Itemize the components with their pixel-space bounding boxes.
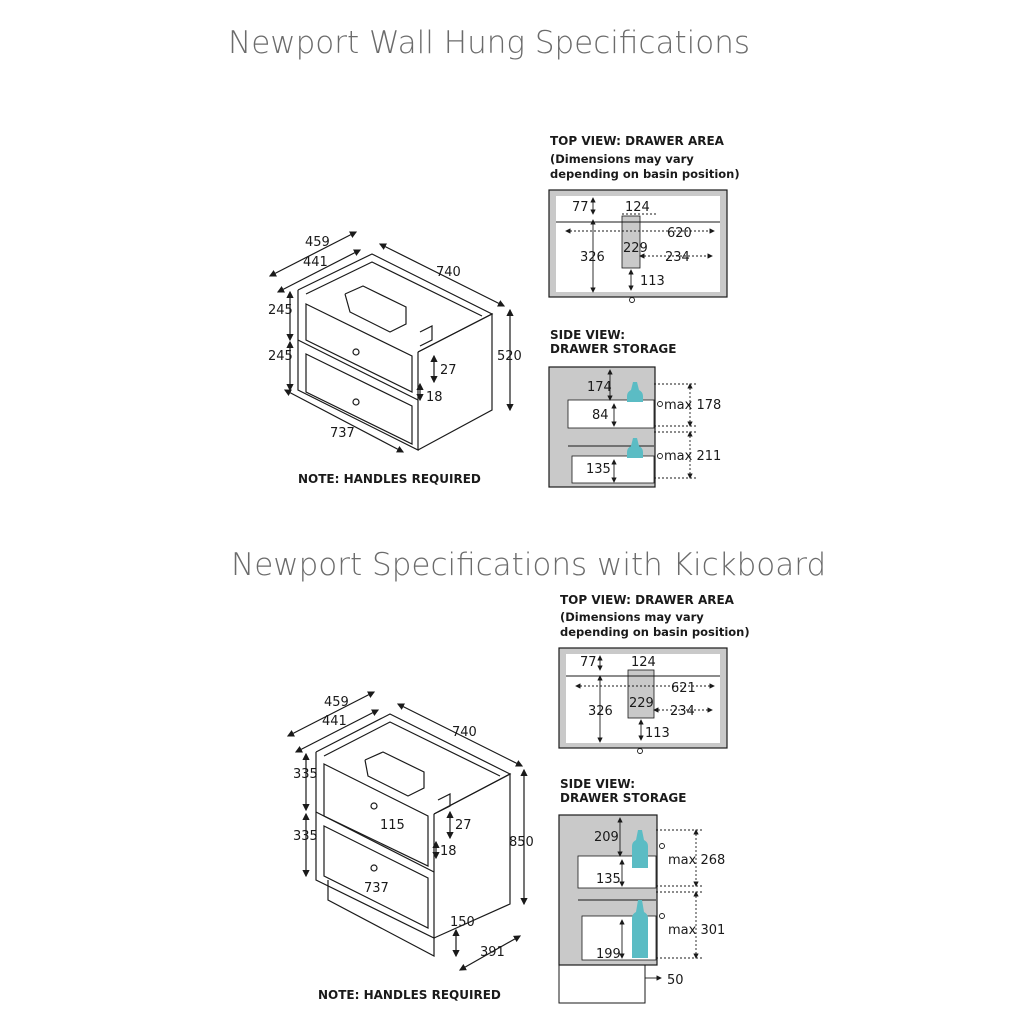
wall-hung-title: Newport Wall Hung Specifications bbox=[228, 25, 751, 61]
side-view-heading-1: SIDE VIEW: bbox=[550, 328, 626, 342]
kb-top-113: 113 bbox=[645, 726, 670, 741]
kb-top-77: 77 bbox=[580, 655, 597, 670]
kb-top-view bbox=[558, 647, 728, 754]
kb-top-229: 229 bbox=[629, 696, 654, 711]
kb-side-max301: max 301 bbox=[668, 923, 725, 938]
top-view-sub-1: (Dimensions may vary bbox=[550, 152, 694, 166]
kb-dim-850: 850 bbox=[509, 835, 534, 850]
wh-side-max211: max 211 bbox=[664, 449, 721, 464]
kb-side-199: 199 bbox=[596, 947, 621, 962]
wall-hung-cabinet bbox=[268, 231, 514, 453]
kb-dim-740: 740 bbox=[452, 725, 477, 740]
wh-dim-737: 737 bbox=[330, 426, 355, 441]
kb-top-124: 124 bbox=[631, 655, 656, 670]
kb-side-50: 50 bbox=[667, 973, 684, 988]
kb-dim-391: 391 bbox=[480, 945, 505, 960]
kb-top-621: 621 bbox=[671, 681, 696, 696]
kb-dim-441: 441 bbox=[322, 714, 347, 729]
kb-top-326: 326 bbox=[588, 704, 613, 719]
wh-top-113: 113 bbox=[640, 274, 665, 289]
kb-top-view-sub-2: depending on basin position) bbox=[560, 625, 750, 639]
wh-dim-27: 27 bbox=[440, 363, 457, 378]
wh-top-view bbox=[548, 189, 728, 303]
kickboard-title: Newport Specifications with Kickboard bbox=[231, 547, 827, 583]
side-view-heading-2: DRAWER STORAGE bbox=[550, 342, 677, 356]
kb-dim-18: 18 bbox=[440, 844, 457, 859]
kb-dim-335-bottom: 335 bbox=[293, 829, 318, 844]
wh-top-234: 234 bbox=[665, 250, 690, 265]
kb-dim-115: 115 bbox=[380, 818, 405, 833]
kb-top-234: 234 bbox=[670, 704, 695, 719]
wh-dim-740: 740 bbox=[436, 265, 461, 280]
top-view-heading: TOP VIEW: DRAWER AREA bbox=[550, 134, 724, 148]
wh-top-77: 77 bbox=[572, 200, 589, 215]
kb-side-view-heading-1: SIDE VIEW: bbox=[560, 777, 636, 791]
wh-side-174: 174 bbox=[587, 380, 612, 395]
top-view-sub-2: depending on basin position) bbox=[550, 167, 740, 181]
kb-side-209: 209 bbox=[594, 830, 619, 845]
wh-top-229: 229 bbox=[623, 241, 648, 256]
kb-side-view-heading-2: DRAWER STORAGE bbox=[560, 791, 687, 805]
kb-dim-335-top: 335 bbox=[293, 767, 318, 782]
wh-top-326: 326 bbox=[580, 250, 605, 265]
wh-dim-441: 441 bbox=[303, 255, 328, 270]
wh-dim-245-top: 245 bbox=[268, 303, 293, 318]
kb-side-max268: max 268 bbox=[668, 853, 725, 868]
wh-side-135: 135 bbox=[586, 462, 611, 477]
kb-dim-27: 27 bbox=[455, 818, 472, 833]
wh-top-124: 124 bbox=[625, 200, 650, 215]
wh-side-view bbox=[548, 366, 696, 488]
wh-side-max178: max 178 bbox=[664, 398, 721, 413]
kickboard-cabinet bbox=[286, 691, 528, 971]
kb-top-view-sub-1: (Dimensions may vary bbox=[560, 610, 704, 624]
kb-handles-note: NOTE: HANDLES REQUIRED bbox=[318, 988, 501, 1002]
wh-dim-245-bottom: 245 bbox=[268, 349, 293, 364]
kb-side-135: 135 bbox=[596, 872, 621, 887]
wh-dim-18: 18 bbox=[426, 390, 443, 405]
wh-top-620: 620 bbox=[667, 226, 692, 241]
kb-side-view bbox=[558, 814, 702, 1004]
kb-dim-459: 459 bbox=[324, 695, 349, 710]
wh-dim-459: 459 bbox=[305, 235, 330, 250]
wh-side-84: 84 bbox=[592, 408, 609, 423]
kb-dim-150: 150 bbox=[450, 915, 475, 930]
kb-dim-737: 737 bbox=[364, 881, 389, 896]
wh-dim-520: 520 bbox=[497, 349, 522, 364]
handles-note: NOTE: HANDLES REQUIRED bbox=[298, 472, 481, 486]
kb-top-view-heading: TOP VIEW: DRAWER AREA bbox=[560, 593, 734, 607]
